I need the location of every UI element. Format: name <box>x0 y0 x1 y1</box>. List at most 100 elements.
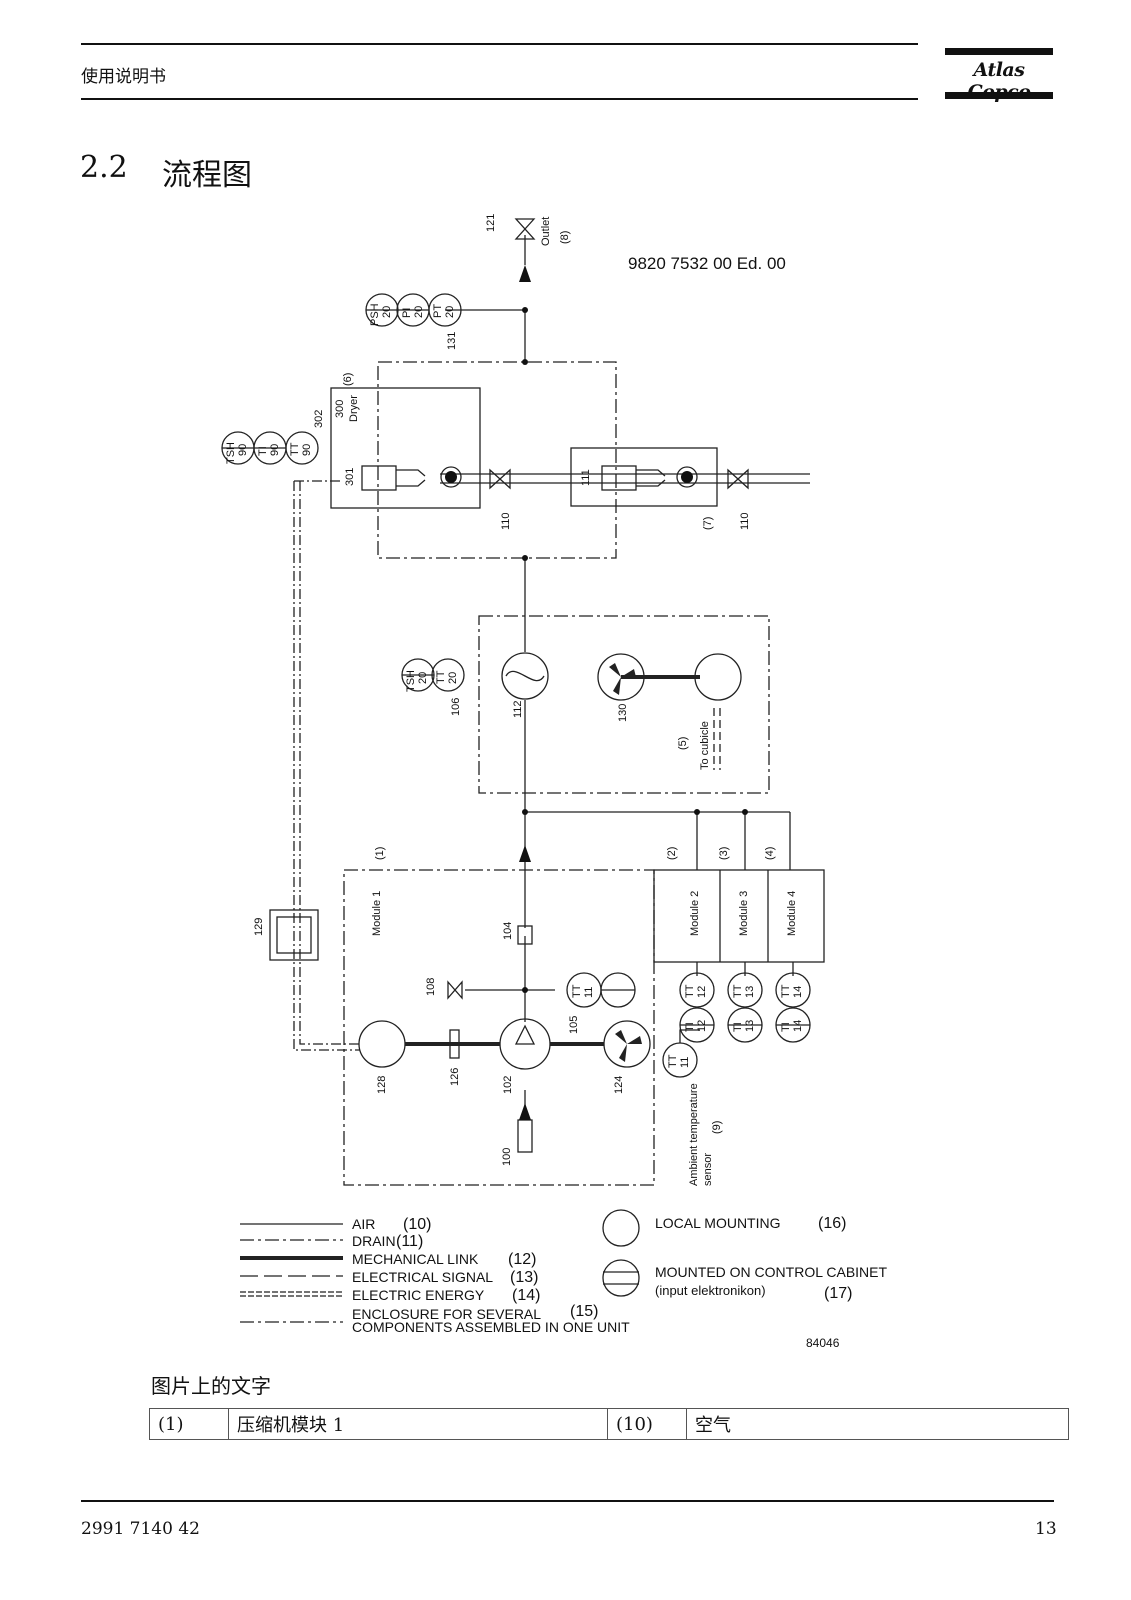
section-number: 2.2 <box>80 150 128 185</box>
header-bottom-rule <box>81 98 918 100</box>
cooler-enclosure <box>478 615 770 794</box>
legend-cabinet: MOUNTED ON CONTROL CABINET <box>655 1264 887 1280</box>
doc-code: 9820 7532 00 Ed. 00 <box>628 254 786 273</box>
table-row: (1) 压缩机模块 1 (10) 空气 <box>149 1408 1069 1440</box>
svg-text:20: 20 <box>381 306 393 318</box>
svg-text:20: 20 <box>447 672 459 684</box>
legend-encl: ENCLOSURE FOR SEVERAL <box>352 1306 541 1322</box>
legend-elen: ELECTRIC ENERGY <box>352 1287 485 1303</box>
svg-text:(input elektronikon): (input elektronikon) <box>655 1283 766 1298</box>
svg-text:Module 1: Module 1 <box>371 891 383 936</box>
dryer-box-300 <box>330 387 481 509</box>
svg-text:112: 112 <box>512 700 524 718</box>
svg-text:Module 4: Module 4 <box>786 891 798 936</box>
svg-text:TI: TI <box>732 1022 744 1032</box>
svg-text:TT: TT <box>780 984 792 998</box>
svg-text:TT: TT <box>571 984 583 998</box>
svg-text:90: 90 <box>269 444 281 456</box>
svg-text:102: 102 <box>502 1076 514 1094</box>
legend-local: LOCAL MOUNTING <box>655 1215 781 1231</box>
svg-text:TT: TT <box>732 984 744 998</box>
svg-text:(13): (13) <box>510 1269 538 1286</box>
svg-text:(11): (11) <box>396 1233 423 1250</box>
figure-caption: 图片上的文字 <box>151 1374 271 1398</box>
table-cell: (10) <box>607 1408 687 1440</box>
svg-text:90: 90 <box>237 444 249 456</box>
svg-text:11: 11 <box>679 1057 691 1068</box>
legend-elsig: ELECTRICAL SIGNAL <box>352 1269 493 1285</box>
svg-text:To cubicle: To cubicle <box>699 721 711 770</box>
svg-text:Module 2: Module 2 <box>689 891 701 936</box>
svg-text:TI: TI <box>684 1022 696 1032</box>
svg-text:11: 11 <box>583 987 595 998</box>
svg-text:108: 108 <box>425 978 437 996</box>
svg-text:121: 121 <box>485 214 497 232</box>
svg-text:111: 111 <box>580 469 592 486</box>
table-cell: 空气 <box>686 1408 1069 1440</box>
table-cell: 压缩机模块 1 <box>228 1408 608 1440</box>
svg-text:106: 106 <box>450 698 462 716</box>
svg-text:100: 100 <box>501 1148 513 1166</box>
table-cell: (1) <box>149 1408 229 1440</box>
svg-text:20: 20 <box>413 306 425 318</box>
svg-text:13: 13 <box>744 986 756 998</box>
legend-mech: MECHANICAL LINK <box>352 1251 479 1267</box>
svg-text:130: 130 <box>617 704 629 722</box>
svg-text:(9): (9) <box>711 1121 723 1134</box>
svg-text:110: 110 <box>739 512 751 530</box>
legend-air: AIR <box>352 1216 375 1232</box>
svg-text:(3): (3) <box>718 847 730 860</box>
svg-text:TT: TT <box>667 1054 679 1068</box>
svg-text:302: 302 <box>313 410 325 428</box>
svg-text:(8): (8) <box>559 231 571 244</box>
glossary-table: (1) 压缩机模块 1 (10) 空气 <box>149 1408 1069 1440</box>
header-top-rule <box>81 43 918 45</box>
svg-text:PT: PT <box>432 304 444 318</box>
svg-text:TT: TT <box>684 984 696 998</box>
svg-text:(14): (14) <box>512 1287 540 1304</box>
svg-text:(17): (17) <box>824 1285 852 1302</box>
svg-text:(16): (16) <box>818 1215 846 1232</box>
svg-text:(10): (10) <box>403 1216 431 1233</box>
module1-enclosure <box>343 869 655 1186</box>
svg-text:(6): (6) <box>342 373 354 386</box>
svg-text:Ambient temperature: Ambient temperature <box>688 1083 700 1186</box>
svg-text:14: 14 <box>792 986 804 998</box>
svg-text:13: 13 <box>744 1020 756 1032</box>
svg-text:12: 12 <box>696 986 708 998</box>
svg-text:TSH: TSH <box>405 670 417 692</box>
svg-text:(5): (5) <box>677 737 689 750</box>
svg-text:PSH: PSH <box>369 303 381 326</box>
svg-text:129: 129 <box>253 918 265 936</box>
svg-text:(2): (2) <box>666 847 678 860</box>
doc-number: 2991 7140 42 <box>81 1519 200 1539</box>
svg-text:131: 131 <box>446 332 458 350</box>
svg-text:TT: TT <box>289 442 301 456</box>
svg-text:104: 104 <box>502 922 514 940</box>
svg-text:Outlet: Outlet <box>540 217 552 246</box>
svg-text:(15): (15) <box>570 1303 598 1320</box>
header-title: 使用说明书 <box>81 67 166 87</box>
svg-text:110: 110 <box>500 512 512 530</box>
svg-text:TI: TI <box>257 446 269 456</box>
modules-box <box>653 869 825 963</box>
svg-text:20: 20 <box>444 306 456 318</box>
svg-text:12: 12 <box>696 1020 708 1032</box>
svg-text:301: 301 <box>344 468 356 486</box>
svg-text:Dryer: Dryer <box>348 395 360 422</box>
dryer-box-111 <box>570 447 718 507</box>
svg-text:90: 90 <box>301 444 313 456</box>
drawing-number: 84046 <box>806 1336 840 1350</box>
svg-text:(4): (4) <box>764 847 776 860</box>
svg-text:300: 300 <box>334 400 346 418</box>
svg-text:(1): (1) <box>374 847 386 860</box>
dryer-enclosure <box>377 361 617 559</box>
svg-text:20: 20 <box>417 672 429 684</box>
svg-text:(7): (7) <box>702 517 714 530</box>
footer-rule <box>81 1500 1054 1502</box>
svg-text:sensor: sensor <box>702 1153 714 1186</box>
svg-text:14: 14 <box>792 1020 804 1032</box>
svg-text:TT: TT <box>435 670 447 684</box>
svg-text:124: 124 <box>613 1076 625 1094</box>
